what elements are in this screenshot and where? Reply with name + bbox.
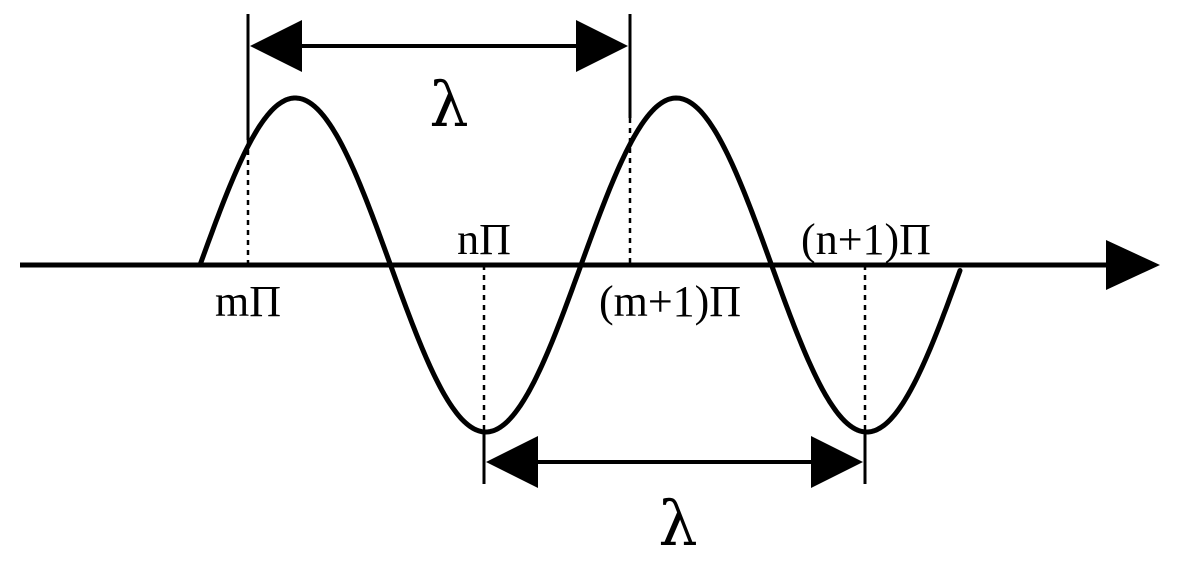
- top-arrowhead-left: [250, 20, 302, 72]
- sine-wave: [197, 95, 963, 435]
- label-n-pi: nΠ: [457, 215, 511, 264]
- x-axis-arrowhead: [1106, 240, 1160, 290]
- lambda-label-top: λ: [429, 68, 468, 141]
- top-arrowhead-right: [576, 20, 628, 72]
- label-m1-pi: (m+1)Π: [599, 277, 741, 326]
- label-m-pi: mΠ: [215, 277, 281, 326]
- bottom-arrowhead-right: [811, 436, 863, 488]
- lambda-label-bottom: λ: [658, 487, 697, 560]
- label-n1-pi: (n+1)Π: [801, 215, 931, 264]
- bottom-arrowhead-left: [486, 436, 538, 488]
